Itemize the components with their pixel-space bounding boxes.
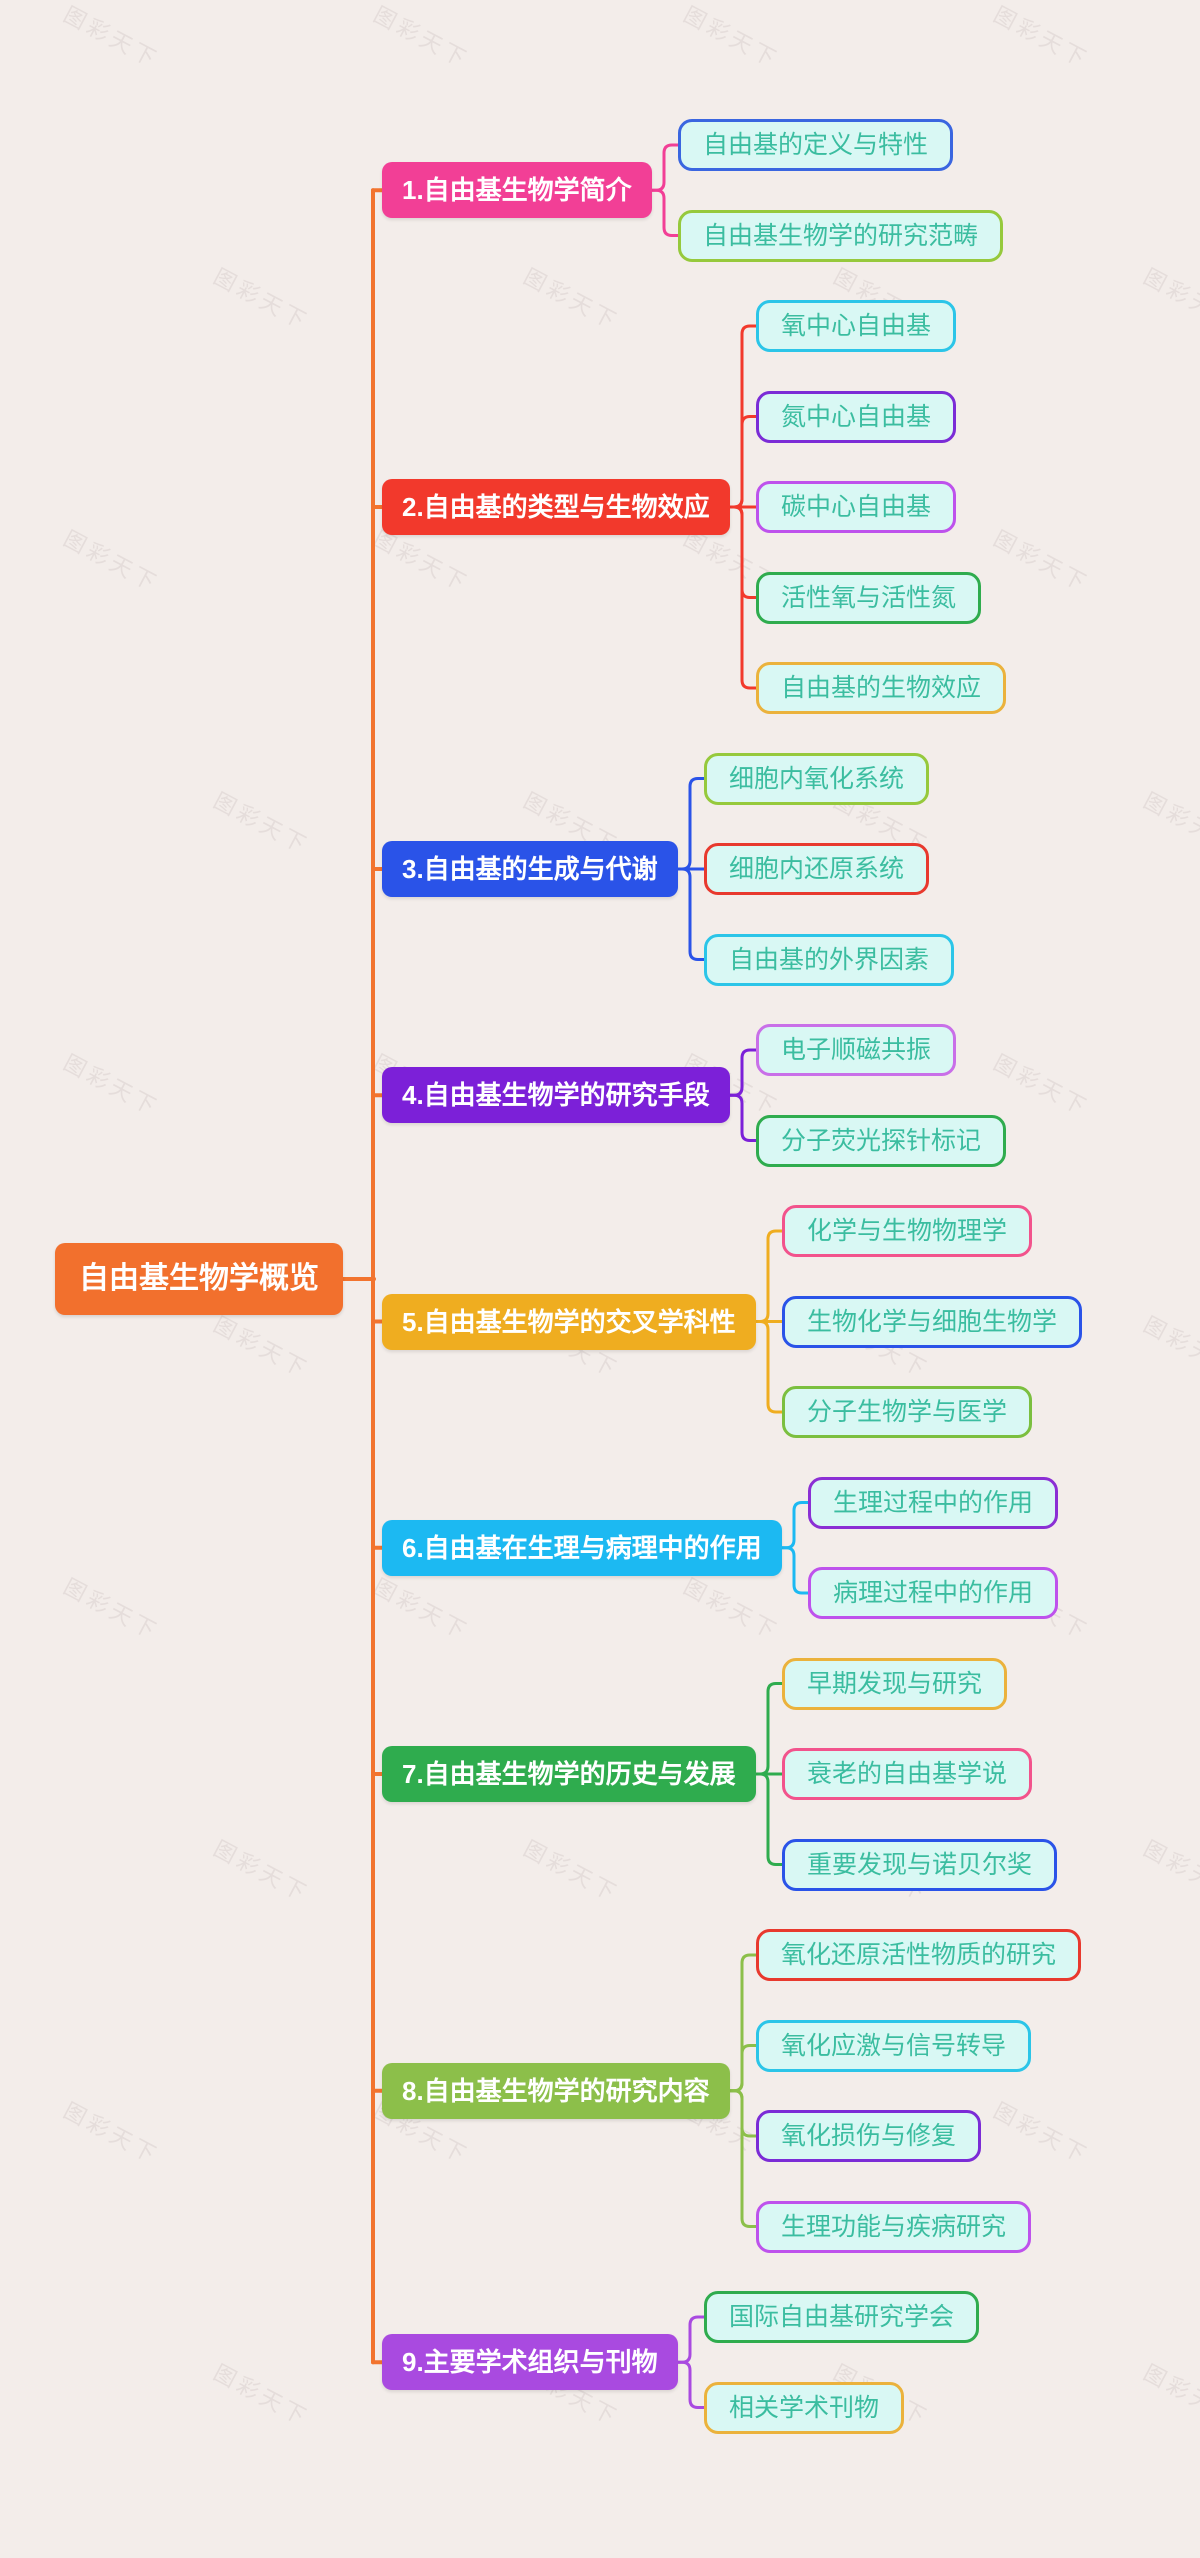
leaf-node[interactable]: 碳中心自由基: [756, 481, 957, 533]
leaf-node[interactable]: 活性氧与活性氮: [756, 571, 982, 624]
branch-node[interactable]: 2.自由基的类型与生物效应: [382, 479, 730, 535]
branch-node[interactable]: 5.自由基生物学的交叉学科性: [382, 1293, 756, 1350]
leaf-node[interactable]: 生物化学与细胞生物学: [782, 1295, 1083, 1348]
leaf-node[interactable]: 国际自由基研究学会: [704, 2291, 980, 2343]
root-node[interactable]: 自由基生物学概览: [55, 1243, 343, 1315]
leaf-node[interactable]: 氮中心自由基: [756, 390, 957, 443]
leaf-node[interactable]: 细胞内还原系统: [704, 843, 930, 895]
leaf-node[interactable]: 电子顺磁共振: [756, 1024, 957, 1076]
branch-node[interactable]: 8.自由基生物学的研究内容: [382, 2062, 730, 2119]
branch-node[interactable]: 3.自由基的生成与代谢: [382, 841, 678, 897]
leaf-node[interactable]: 氧化应激与信号转导: [756, 2019, 1032, 2072]
branch-node[interactable]: 7.自由基生物学的历史与发展: [382, 1746, 756, 1802]
leaf-node[interactable]: 相关学术刊物: [704, 2381, 905, 2434]
leaf-node[interactable]: 自由基的外界因素: [704, 933, 955, 986]
leaf-node[interactable]: 氧化还原活性物质的研究: [756, 1929, 1082, 1981]
leaf-node[interactable]: 分子荧光探针标记: [756, 1114, 1007, 1167]
leaf-node[interactable]: 自由基的定义与特性: [678, 119, 954, 171]
leaf-node[interactable]: 自由基的生物效应: [756, 662, 1007, 714]
leaf-node[interactable]: 氧中心自由基: [756, 300, 957, 352]
leaf-node[interactable]: 早期发现与研究: [782, 1657, 1008, 1710]
branch-node[interactable]: 9.主要学术组织与刊物: [382, 2334, 678, 2391]
leaf-node[interactable]: 细胞内氧化系统: [704, 752, 930, 805]
leaf-node[interactable]: 分子生物学与医学: [782, 1386, 1033, 1438]
leaf-node[interactable]: 生理功能与疾病研究: [756, 2200, 1032, 2253]
leaf-node[interactable]: 重要发现与诺贝尔奖: [782, 1838, 1058, 1891]
branch-node[interactable]: 4.自由基生物学的研究手段: [382, 1067, 730, 1124]
leaf-node[interactable]: 衰老的自由基学说: [782, 1748, 1033, 1800]
leaf-node[interactable]: 自由基生物学的研究范畴: [678, 209, 1004, 262]
leaf-node[interactable]: 化学与生物物理学: [782, 1205, 1033, 1257]
leaf-node[interactable]: 氧化损伤与修复: [756, 2110, 982, 2162]
leaf-node[interactable]: 生理过程中的作用: [808, 1476, 1059, 1529]
leaf-node[interactable]: 病理过程中的作用: [808, 1567, 1059, 1619]
branch-node[interactable]: 1.自由基生物学简介: [382, 162, 652, 219]
branch-node[interactable]: 6.自由基在生理与病理中的作用: [382, 1519, 782, 1576]
